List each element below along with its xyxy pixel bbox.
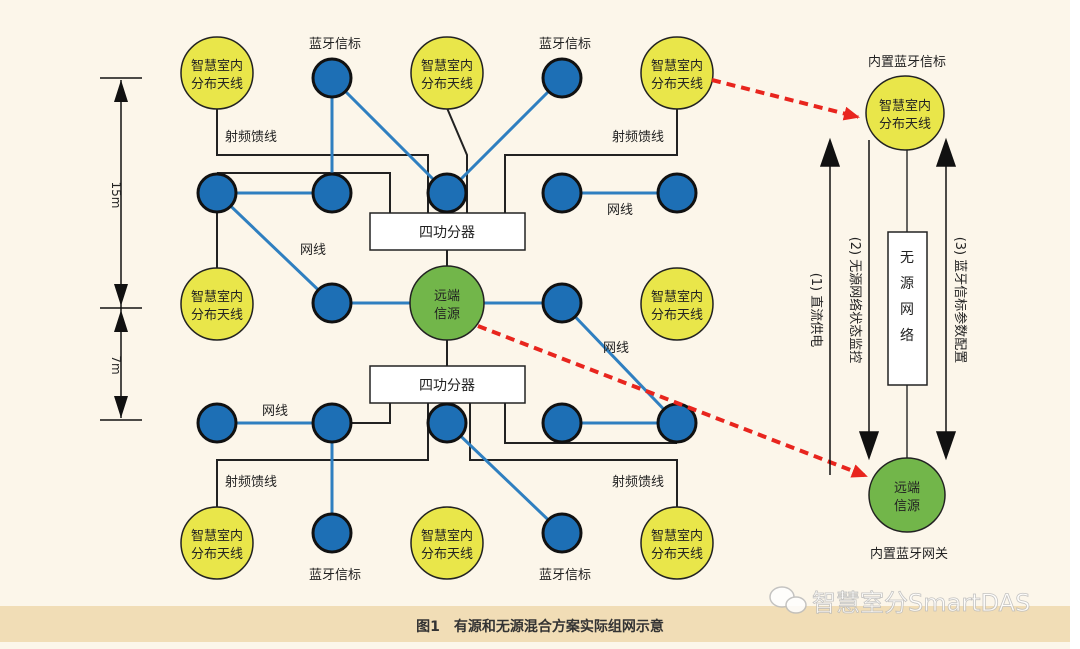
svg-text:分布天线: 分布天线 bbox=[879, 117, 931, 132]
svg-text:络: 络 bbox=[900, 328, 914, 344]
dim-7m-label: 7m bbox=[109, 355, 123, 374]
wechat-icon bbox=[769, 586, 807, 614]
splitter-bottom: 四功分器 bbox=[369, 365, 526, 404]
passive-network-box bbox=[887, 231, 928, 386]
feeder-label: 射频馈线 bbox=[612, 129, 664, 145]
feeder-label: 射频馈线 bbox=[225, 129, 277, 145]
beacon-node bbox=[541, 172, 583, 214]
beacon-node bbox=[426, 402, 468, 444]
svg-text:分布天线: 分布天线 bbox=[191, 308, 243, 323]
svg-text:远端: 远端 bbox=[894, 481, 920, 496]
svg-text:智慧室内: 智慧室内 bbox=[421, 528, 473, 544]
beacon-node bbox=[311, 57, 353, 99]
svg-text:智慧室内: 智慧室内 bbox=[651, 58, 703, 74]
splitter-label: 四功分器 bbox=[419, 378, 475, 394]
arrow2-label: (2) 无源网络状态监控 bbox=[847, 237, 863, 364]
beacon-node bbox=[426, 172, 468, 214]
feeder-label: 射频馈线 bbox=[225, 474, 277, 490]
red-dashed-arrow bbox=[477, 324, 868, 478]
splitter-label: 四功分器 bbox=[419, 225, 475, 241]
watermark: 智慧室分SmartDAS bbox=[769, 586, 1031, 617]
svg-text:分布天线: 分布天线 bbox=[191, 77, 243, 92]
beacon-node bbox=[311, 282, 353, 324]
arrow3-label: (3) 蓝牙信标参数配置 bbox=[952, 237, 968, 364]
svg-text:分布天线: 分布天线 bbox=[421, 77, 473, 92]
caption-band bbox=[0, 606, 1070, 642]
svg-text:智慧室内: 智慧室内 bbox=[191, 289, 243, 305]
beacon-node bbox=[541, 57, 583, 99]
svg-text:分布天线: 分布天线 bbox=[651, 547, 703, 562]
svg-text:信源: 信源 bbox=[894, 499, 920, 514]
cable-label: 网线 bbox=[262, 404, 288, 419]
beacon-label: 蓝牙信标 bbox=[539, 37, 591, 52]
dimension-lines bbox=[100, 77, 142, 421]
svg-text:智慧室内: 智慧室内 bbox=[879, 98, 931, 114]
cable-label: 网线 bbox=[603, 341, 629, 356]
cable-label: 网线 bbox=[607, 203, 633, 218]
cable-label: 网线 bbox=[300, 243, 326, 258]
beacon-nodes bbox=[196, 57, 698, 554]
dim-15m-label: 15m bbox=[109, 182, 123, 209]
builtin-gateway-label: 内置蓝牙网关 bbox=[870, 546, 948, 562]
beacon-node bbox=[311, 512, 353, 554]
svg-text:信源: 信源 bbox=[434, 307, 460, 322]
beacon-node bbox=[311, 402, 353, 444]
svg-text:无: 无 bbox=[900, 250, 914, 266]
beacon-node bbox=[656, 172, 698, 214]
beacon-node bbox=[311, 172, 353, 214]
beacon-node bbox=[541, 402, 583, 444]
beacon-node bbox=[196, 402, 238, 444]
svg-text:分布天线: 分布天线 bbox=[191, 547, 243, 562]
svg-text:分布天线: 分布天线 bbox=[651, 77, 703, 92]
svg-text:源: 源 bbox=[900, 276, 914, 292]
beacon-label: 蓝牙信标 bbox=[539, 568, 591, 583]
beacon-node bbox=[196, 172, 238, 214]
svg-text:分布天线: 分布天线 bbox=[651, 308, 703, 323]
svg-text:智慧室内: 智慧室内 bbox=[421, 58, 473, 74]
beacon-label: 蓝牙信标 bbox=[309, 568, 361, 583]
svg-text:智慧室内: 智慧室内 bbox=[651, 528, 703, 544]
svg-text:分布天线: 分布天线 bbox=[421, 547, 473, 562]
watermark-text: 智慧室分SmartDAS bbox=[812, 589, 1030, 617]
arrow1-label: (1) 直流供电 bbox=[808, 273, 823, 348]
svg-text:智慧室内: 智慧室内 bbox=[191, 58, 243, 74]
svg-text:远端: 远端 bbox=[434, 289, 460, 304]
builtin-beacon-label: 内置蓝牙信标 bbox=[868, 54, 946, 70]
svg-text:智慧室内: 智慧室内 bbox=[191, 528, 243, 544]
figure-caption: 图1 有源和无源混合方案实际组网示意 bbox=[416, 618, 664, 635]
svg-text:智慧室内: 智慧室内 bbox=[651, 289, 703, 305]
beacon-node bbox=[541, 512, 583, 554]
beacon-label: 蓝牙信标 bbox=[309, 37, 361, 52]
feeder-label: 射频馈线 bbox=[612, 474, 664, 490]
svg-text:网: 网 bbox=[900, 302, 914, 318]
red-dashed-arrow bbox=[711, 78, 860, 121]
splitter-top: 四功分器 bbox=[369, 212, 526, 251]
beacon-node bbox=[541, 282, 583, 324]
